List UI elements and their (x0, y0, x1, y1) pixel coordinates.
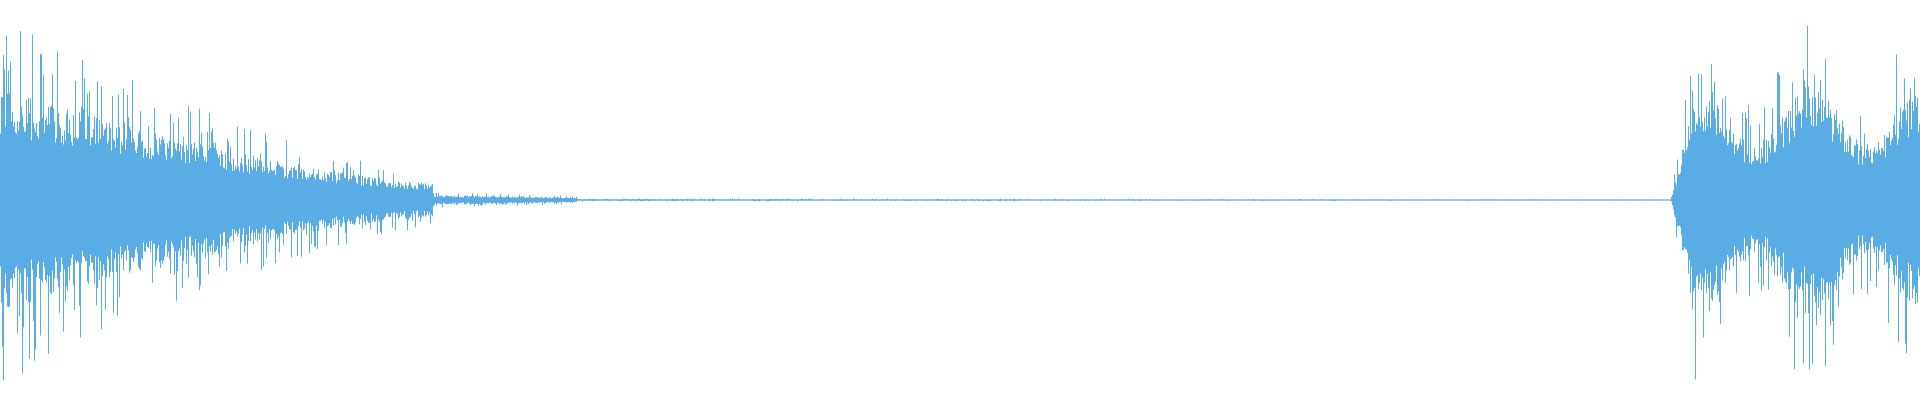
waveform-bars (0, 26, 1920, 381)
waveform-path (0, 26, 1920, 381)
